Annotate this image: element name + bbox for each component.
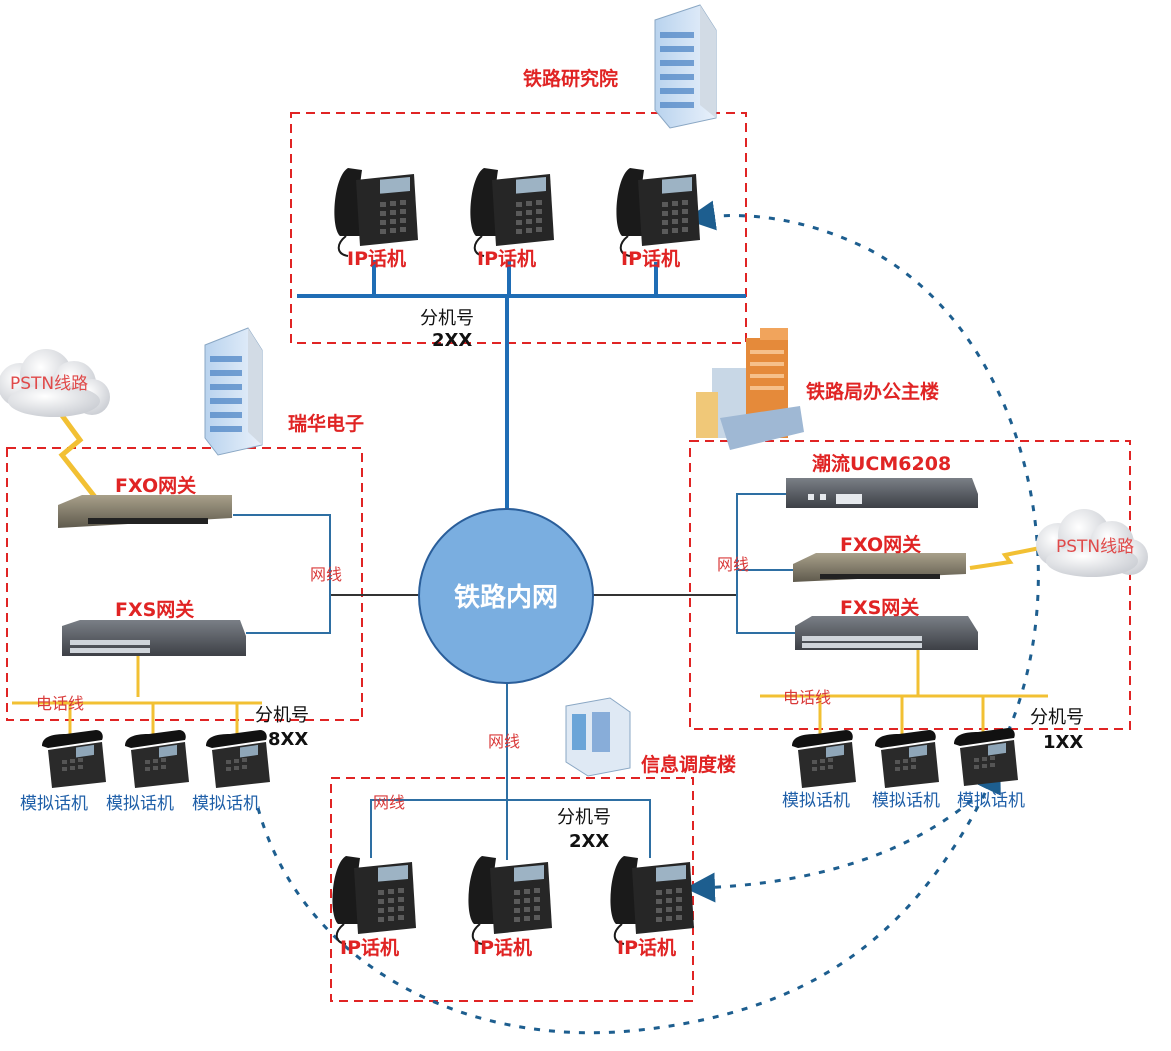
- dispatch-phone-label: IP话机: [617, 937, 676, 959]
- bureau-cable-label: 网线: [717, 555, 749, 574]
- bureau-building-icon: [696, 328, 804, 450]
- right-pstn-bolt-icon: [969, 546, 1041, 570]
- ruihua-ext-line1: 分机号: [255, 705, 309, 726]
- dispatch-ip-phone: [467, 855, 553, 945]
- ruihua-analog-phone: [42, 730, 106, 788]
- dispatch-title: 信息调度楼: [641, 753, 736, 776]
- bureau-fxo-gateway: [793, 553, 966, 582]
- research-title: 铁路研究院: [523, 67, 618, 90]
- dispatch-ip-phone: [609, 855, 695, 945]
- research-ext-line1: 分机号: [420, 308, 474, 329]
- bureau-title: 铁路局办公主楼: [806, 380, 939, 403]
- bureau-analog-phone: [875, 730, 939, 788]
- bureau-analog-phone: [954, 728, 1018, 786]
- railway-intranet-node: [418, 508, 594, 684]
- research-building-icon: [654, 4, 717, 129]
- call-arc-dispatch: [685, 798, 973, 903]
- bureau-fxo-label: FXO网关: [840, 533, 921, 556]
- ruihua-fxo-label: FXO网关: [115, 474, 196, 497]
- bureau-ucm6208: [786, 478, 978, 508]
- bureau-ucm-label: 潮流UCM6208: [812, 452, 951, 475]
- bureau-phoneline-label: 电话线: [783, 688, 831, 707]
- bureau-phone-label: 模拟话机: [957, 791, 1025, 811]
- dispatch-ext-line2: 2XX: [569, 831, 609, 852]
- ruihua-phone-label: 模拟话机: [192, 794, 260, 814]
- ruihua-fxo-gateway: [58, 495, 232, 528]
- ruihua-building-icon: [204, 327, 263, 456]
- bureau-ext-line2: 1XX: [1043, 732, 1083, 753]
- bureau-zone: [689, 440, 1131, 730]
- bureau-fxs-gateway: [795, 616, 978, 650]
- bureau-phone-label: 模拟话机: [872, 791, 940, 811]
- research-ip-phone: [469, 167, 555, 257]
- research-ip-phone: [333, 167, 419, 257]
- research-phone-label: IP话机: [477, 248, 536, 270]
- dispatch-building-icon: [565, 697, 631, 777]
- bureau-analog-phone: [792, 730, 856, 788]
- ruihua-analog-phone: [125, 730, 189, 788]
- research-phone-label: IP话机: [347, 248, 406, 270]
- ruihua-ext-line2: 8XX: [268, 729, 308, 750]
- railway-intranet-label: 铁路内网: [454, 582, 558, 613]
- dispatch-uplink-label: 网线: [488, 732, 520, 751]
- research-zone: [290, 112, 747, 344]
- bureau-phone-label: 模拟话机: [782, 791, 850, 811]
- bureau-ext-line1: 分机号: [1030, 707, 1084, 728]
- ruihua-phoneline-label: 电话线: [36, 694, 84, 713]
- ruihua-phone-label: 模拟话机: [20, 794, 88, 814]
- dispatch-cable-label: 网线: [373, 793, 405, 812]
- left-pstn-label: PSTN线路: [10, 374, 88, 394]
- ruihua-fxs-label: FXS网关: [115, 598, 194, 621]
- ruihua-title: 瑞华电子: [288, 412, 364, 435]
- ruihua-cable-label: 网线: [310, 565, 342, 584]
- ruihua-fxs-gateway: [62, 620, 246, 656]
- dispatch-phone-label: IP话机: [473, 937, 532, 959]
- research-phone-label: IP话机: [621, 248, 680, 270]
- call-arc-top: [685, 200, 1040, 733]
- ruihua-analog-phone: [206, 730, 270, 788]
- dispatch-ip-phone: [331, 855, 417, 945]
- call-arc-bottom: [256, 762, 1001, 1035]
- bureau-fxs-label: FXS网关: [840, 596, 919, 619]
- left-pstn-bolt-icon: [55, 408, 97, 499]
- ruihua-zone: [6, 447, 363, 721]
- ruihua-phone-label: 模拟话机: [106, 794, 174, 814]
- research-ext-line2: 2XX: [432, 330, 472, 351]
- research-ip-phone: [615, 167, 701, 257]
- dispatch-phone-label: IP话机: [340, 937, 399, 959]
- right-pstn-label: PSTN线路: [1056, 537, 1134, 557]
- dispatch-ext-line1: 分机号: [557, 807, 611, 828]
